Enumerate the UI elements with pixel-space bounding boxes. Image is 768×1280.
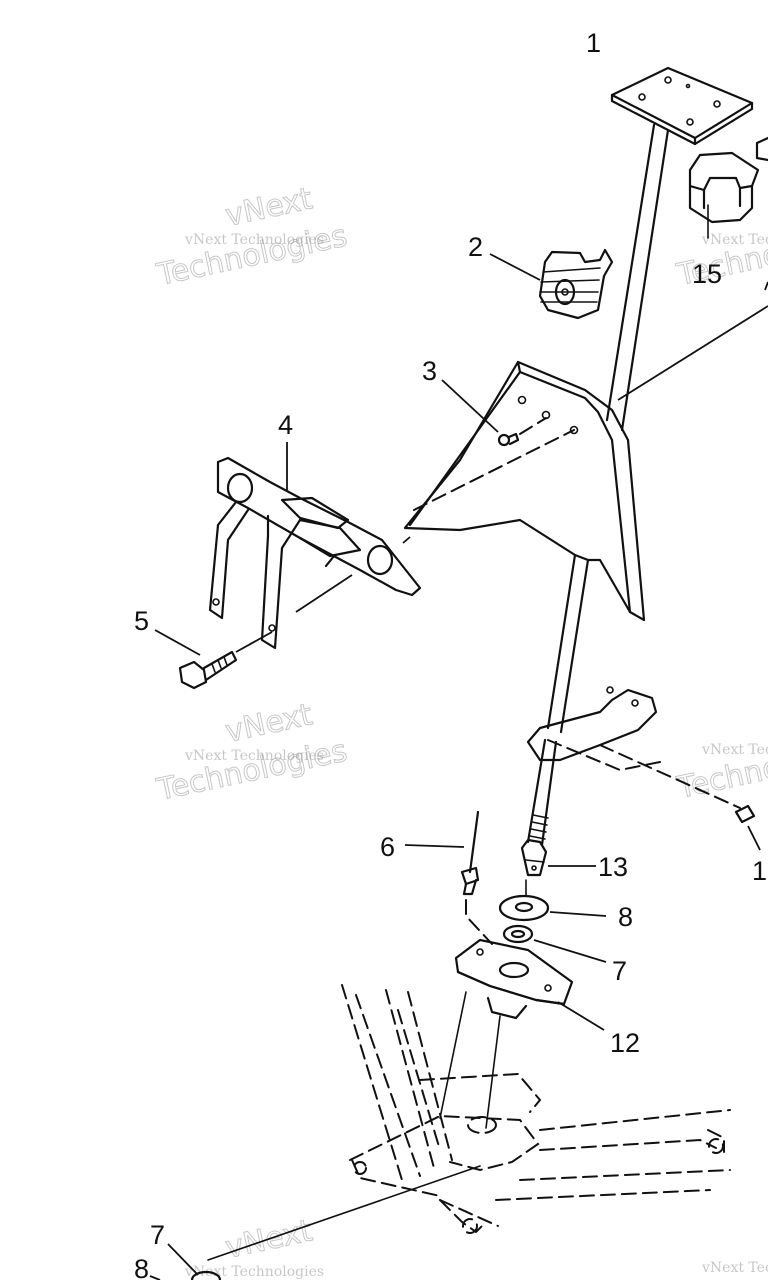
callout-8-bottom: 8	[134, 1254, 149, 1280]
callout-14-partial: 1	[752, 856, 767, 886]
parts-7-8-bottom	[149, 1243, 222, 1280]
watermark-group-6: vNext Technologies	[701, 1260, 768, 1276]
steering-shaft	[526, 123, 670, 847]
callout-2: 2	[468, 232, 483, 262]
part-7-small-washer	[502, 924, 607, 963]
watermark-text: vNext Technologies	[184, 748, 324, 764]
callout-7-bottom: 7	[150, 1220, 165, 1250]
part-2-grooved-bushing	[489, 248, 614, 320]
callout-15: 15	[692, 259, 722, 289]
watermark-text: vNext	[222, 181, 315, 234]
part-6-pin	[404, 810, 493, 945]
watermark-text: vNext Technologies	[184, 232, 324, 248]
watermark-group-5: vNext Technologies Technologies	[673, 731, 768, 807]
part-14-screw	[734, 804, 761, 851]
part-12-post-block	[454, 938, 605, 1031]
callout-3: 3	[422, 356, 437, 386]
watermark-group-1: vNext vNext Technologies Technologies	[153, 181, 351, 294]
part-15-bushing	[688, 136, 768, 239]
callout-12: 12	[610, 1028, 640, 1058]
part-1-top-plate	[610, 66, 754, 146]
callout-5: 5	[134, 606, 149, 636]
callout-8: 8	[618, 902, 633, 932]
watermark-text: vNext Technologies	[701, 1260, 768, 1276]
callout-7: 7	[612, 956, 627, 986]
watermark-text: Technologies	[153, 219, 350, 294]
watermark-text: vNext Technologies	[701, 232, 768, 248]
assembly-guide-lines	[207, 991, 501, 1261]
callout-4: 4	[278, 410, 293, 440]
part-13-coupler	[520, 838, 596, 877]
watermark-text: vNext Technologies	[701, 742, 768, 758]
watermark-group-3: vNext vNext Technologies	[184, 1213, 324, 1280]
column-bracket-plate	[526, 686, 741, 809]
part-5-bolt	[154, 629, 273, 690]
watermark-group-2: vNext vNext Technologies Technologies	[153, 697, 351, 809]
callout-labels: 1 2 3 4 5 6 13 8 7 12 15 1 7 8	[134, 28, 767, 1280]
part-8-washer	[498, 879, 607, 922]
part-4-bracket	[208, 442, 422, 650]
chassis-frame	[341, 984, 731, 1234]
callout-6: 6	[380, 832, 395, 862]
steering-shroud	[403, 281, 768, 622]
callout-1: 1	[586, 28, 601, 58]
part-3-screw	[413, 379, 575, 511]
callout-13: 13	[598, 852, 628, 882]
